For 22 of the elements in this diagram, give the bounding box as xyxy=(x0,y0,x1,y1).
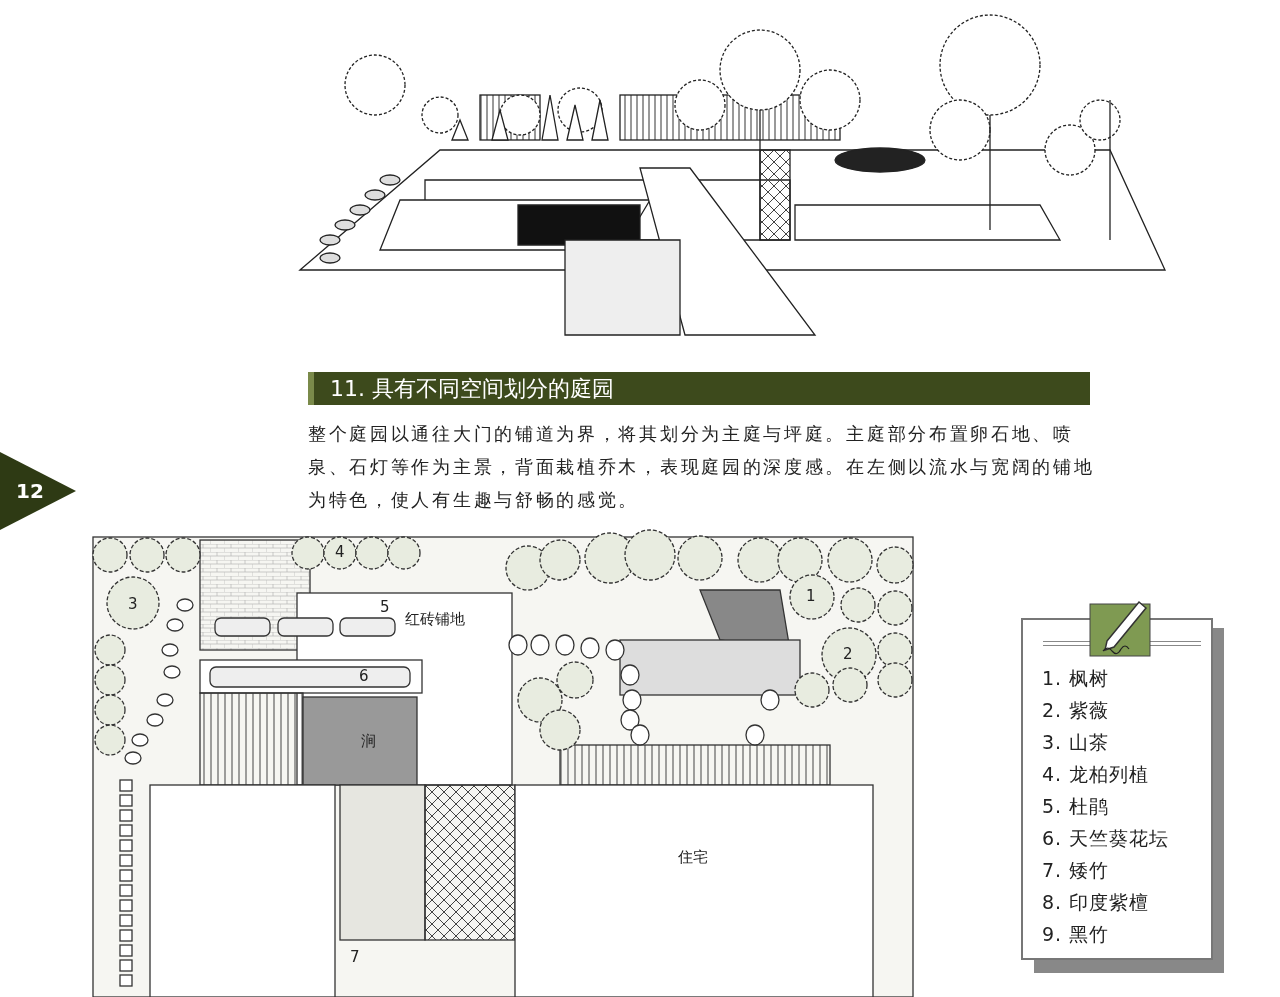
title: 11. 具有不同空间划分的庭园 xyxy=(330,375,614,402)
legend-item: 7. 矮竹 xyxy=(1042,861,1110,880)
legend-item: 5. 杜鹃 xyxy=(1042,797,1110,816)
area-label: 涧 xyxy=(361,734,376,749)
callout-number: 2 xyxy=(843,647,853,662)
callout-number: 7 xyxy=(350,950,360,965)
legend-item: 9. 黑竹 xyxy=(1042,925,1110,944)
caption-paragraph: 整个庭园以通往大门的铺道为界，将其划分为主庭与坪庭。主庭部分布置卵石地、喷泉、石灯等作为主景，背面栽植乔木，表现庭园的深度感。在左侧以流水与宽阔的铺地为特色，使人有生趣与舒畅的感觉。 xyxy=(308,422,1096,512)
callout-number: 6 xyxy=(359,669,369,684)
legend-item: 2. 紫薇 xyxy=(1042,701,1110,720)
area-label: 住宅 xyxy=(678,850,708,865)
legend-item: 1. 枫树 xyxy=(1042,669,1110,688)
callout-number: 1 xyxy=(806,589,816,604)
legend-item: 6. 天竺葵花坛 xyxy=(1042,829,1170,848)
area-label: 红砖铺地 xyxy=(405,612,465,627)
callout-number: 5 xyxy=(380,600,390,615)
legend-item: 8. 印度紫檀 xyxy=(1042,893,1150,912)
page-number-tab: 12 xyxy=(0,452,76,530)
callout-number: 4 xyxy=(335,545,345,560)
legend-item: 4. 龙柏列植 xyxy=(1042,765,1150,784)
legend-item: 3. 山茶 xyxy=(1042,733,1110,752)
callout-number: 3 xyxy=(128,597,138,612)
